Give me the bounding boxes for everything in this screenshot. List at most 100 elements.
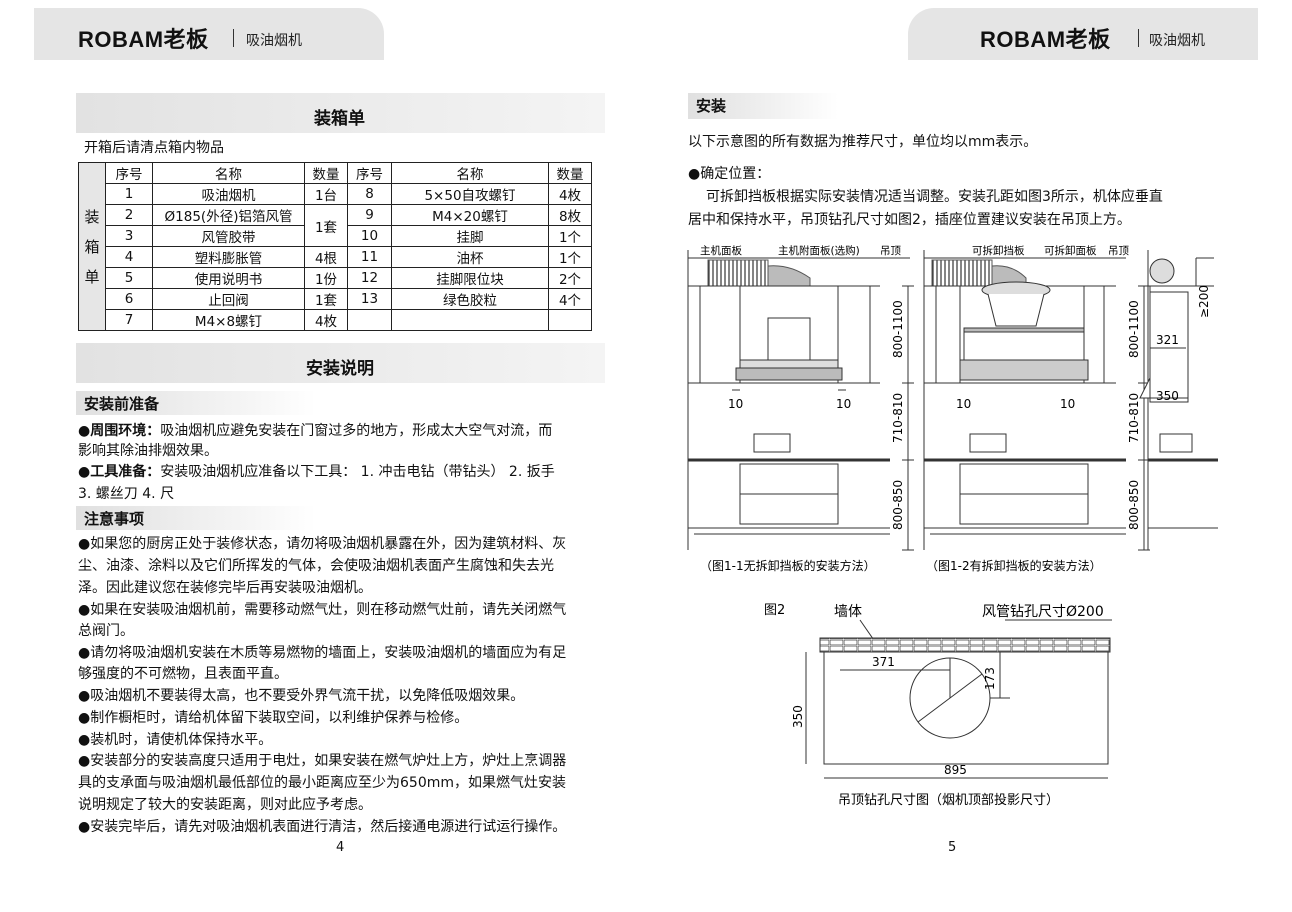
position-label: ●确定位置：	[688, 166, 771, 182]
note-line: ●安装部分的安装高度只适用于电灶，如果安装在燃气炉灶上方，炉灶上烹调器	[78, 753, 567, 769]
note-line: 说明规定了较大的安装距离，则对此应予考虑。	[78, 797, 372, 813]
env-label: ●周围环境：	[78, 423, 161, 439]
hood-body	[963, 331, 1085, 361]
table-header: 名称	[391, 162, 549, 184]
svg-text:710-810: 710-810	[891, 393, 905, 443]
svg-text:800-850: 800-850	[891, 480, 905, 530]
svg-text:371: 371	[872, 655, 895, 669]
env-paragraph-cont: 影响其除油排烟效果。	[78, 443, 218, 459]
svg-text:10: 10	[956, 397, 971, 411]
table-header: 数量	[304, 162, 348, 184]
svg-text:可拆卸面板: 可拆卸面板	[1044, 244, 1097, 257]
svg-text:800-1100: 800-1100	[1127, 300, 1141, 358]
drill-caption: 吊顶钻孔尺寸图（烟机顶部投影尺寸）	[838, 792, 1059, 808]
svg-text:895: 895	[944, 763, 967, 777]
note-line: 够强度的不可燃物，且表面平直。	[78, 666, 288, 682]
drill-diagram: 图2 墙体 风管钻孔尺寸Ø200 371 173 350 895 吊顶钻孔尺寸图…	[764, 603, 1112, 808]
table-header-row: 装 箱 单 序号 名称 数量 序号 名称 数量	[78, 162, 592, 331]
table-header: 数量	[548, 162, 592, 184]
prep-title: 安装前准备	[84, 395, 160, 413]
note-line: ●如果在安装吸油烟机前，需要移动燃气灶，则在移动燃气灶前，请先关闭燃气	[78, 602, 567, 618]
note-line: ●安装完毕后，请先对吸油烟机表面进行清洁，然后接通电源进行试运行操作。	[78, 819, 567, 835]
position-text-cont: 居中和保持水平，吊顶钻孔尺寸如图2，插座位置建议安装在吊顶上方。	[688, 212, 1131, 228]
note-line: ●制作橱柜时，请给机体留下装取空间，以利维护保养与检修。	[78, 710, 469, 726]
duct-icon	[931, 259, 993, 287]
hood-panel	[735, 367, 843, 381]
figure-1-2-caption: （图1-2有拆卸挡板的安装方法）	[926, 558, 1102, 573]
side-view: ≥200 321 350	[1139, 250, 1218, 550]
tools-paragraph: ●工具准备：安装吸油烟机应准备以下工具： 1. 冲击电钻（带钻头） 2. 扳手	[78, 464, 555, 480]
header-right: ROBAM老板 吸油烟机	[908, 8, 1258, 60]
hood-panel	[959, 359, 1089, 381]
svg-text:吊顶: 吊顶	[1108, 245, 1130, 257]
note-line: ●请勿将吸油烟机安装在木质等易燃物的墙面上，安装吸油烟机的墙面应为有足	[78, 645, 567, 661]
env-paragraph: ●周围环境：吸油烟机应避免安装在门窗过多的地方，形成太大空气对流，而	[78, 423, 553, 439]
header-product: 吸油烟机	[246, 33, 302, 49]
packing-side-label: 装 箱 单	[78, 162, 106, 331]
svg-text:10: 10	[836, 397, 851, 411]
note-line: 尘、油漆、涂料以及它们所挥发的气体，会使吸油烟机表面产生腐蚀和失去光	[78, 558, 554, 574]
figure-1-2: 可拆卸挡板 可拆卸面板 吊顶 10 10 800-1100 710-810 80…	[923, 244, 1150, 573]
page-number-left: 4	[336, 840, 345, 855]
note-line: 泽。因此建议您在装修完毕后再安装吸油烟机。	[78, 580, 372, 596]
svg-text:173: 173	[983, 667, 997, 690]
tools-paragraph-cont: 3. 螺丝刀 4. 尺	[78, 486, 175, 502]
table-header: 名称	[152, 162, 305, 184]
note-line: ●装机时，请使机体保持水平。	[78, 732, 273, 748]
install-section-title: 安装	[696, 97, 727, 115]
packing-title-bar	[76, 93, 605, 133]
figure-1-1-caption: （图1-1无拆卸挡板的安装方法）	[700, 558, 876, 573]
page-number-right: 5	[948, 840, 957, 855]
svg-text:可拆卸挡板: 可拆卸挡板	[972, 244, 1025, 257]
hood-body	[739, 359, 839, 369]
install-section-bar: 安装	[688, 93, 838, 119]
intro-text: 以下示意图的所有数据为推荐尺寸，单位均以mm表示。	[688, 134, 1038, 150]
svg-text:350: 350	[1156, 389, 1179, 403]
install-diagrams: 主机面板 主机附面板(选购) 吊顶 10 10 800-1100 710-810…	[687, 244, 1218, 573]
tools-label: ●工具准备：	[78, 464, 161, 480]
prep-title-bar: 安装前准备	[76, 391, 316, 415]
note-line: ●如果您的厨房正处于装修状态，请勿将吸油烟机暴露在外，因为建筑材料、灰	[78, 536, 567, 552]
svg-text:10: 10	[1060, 397, 1075, 411]
svg-text:主机附面板(选购): 主机附面板(选购)	[778, 244, 860, 257]
figure-1-1: 主机面板 主机附面板(选购) 吊顶 10 10 800-1100 710-810…	[687, 244, 914, 573]
svg-text:800-1100: 800-1100	[891, 300, 905, 358]
duct-end-icon	[1149, 258, 1175, 284]
svg-text:≥200: ≥200	[1197, 285, 1211, 318]
install-title-bar	[76, 343, 605, 383]
brand-logo: ROBAM老板	[980, 27, 1111, 52]
table-header: 序号	[105, 162, 153, 184]
svg-text:800-850: 800-850	[1127, 480, 1141, 530]
brand-logo: ROBAM老板	[78, 27, 209, 52]
notes-title-bar: 注意事项	[76, 506, 316, 530]
hood-chimney	[767, 317, 811, 361]
drill-fig-label: 图2	[764, 603, 785, 618]
note-line: 具的支承面与吸油烟机最低部位的最小距离应至少为650mm，如果燃气灶安装	[78, 775, 566, 791]
svg-text:主机面板: 主机面板	[700, 244, 742, 257]
header-divider	[1138, 29, 1139, 47]
table-header: 序号	[347, 162, 392, 184]
header-left: ROBAM老板 吸油烟机	[34, 8, 384, 60]
note-line: ●吸油烟机不要装得太高，也不要受外界气流干扰，以免降低吸烟效果。	[78, 688, 525, 704]
wall-brick	[819, 637, 1111, 653]
drill-wall-label: 墙体	[834, 604, 862, 620]
note-line: 总阀门。	[78, 623, 134, 639]
svg-text:吊顶: 吊顶	[880, 245, 901, 257]
svg-text:710-810: 710-810	[1127, 393, 1141, 443]
notes-title: 注意事项	[84, 510, 145, 528]
packing-title: 装箱单	[314, 109, 365, 129]
svg-text:10: 10	[728, 397, 743, 411]
header-product: 吸油烟机	[1149, 33, 1205, 49]
duct-icon	[707, 259, 769, 287]
svg-text:350: 350	[791, 705, 805, 728]
install-title: 安装说明	[306, 359, 374, 379]
drill-duct-label: 风管钻孔尺寸Ø200	[982, 604, 1104, 620]
position-text: 可拆卸挡板根据实际安装情况适当调整。安装孔距如图3所示，机体应垂直	[706, 189, 1163, 205]
